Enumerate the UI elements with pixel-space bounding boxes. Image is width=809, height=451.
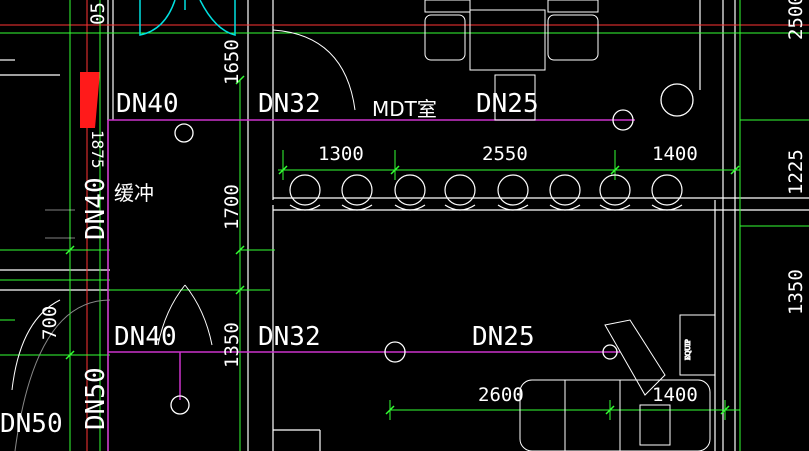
pipe-labels-bottom: DN40 DN32 DN25 [114, 322, 535, 352]
dim-1700: 1700 [221, 184, 243, 230]
pipe-risers [170, 83, 694, 415]
pipe-label-dn40-vertical: DN40 [81, 177, 111, 240]
dim-1300: 1300 [318, 143, 364, 165]
dim-2500: 2500 [785, 0, 807, 40]
pipe-label-dn25-bottom: DN25 [472, 322, 535, 352]
red-marker [80, 72, 100, 128]
dimension-texts: 1300 2550 1400 2600 1400 1650 1700 1350 … [39, 0, 807, 406]
door-arcs [11, 29, 356, 391]
buffer-label: 缓冲 [114, 181, 154, 205]
pipe-label-dn32-bottom: DN32 [258, 322, 321, 352]
dim-1875: 1875 [88, 130, 107, 169]
dim-1650: 1650 [221, 39, 243, 85]
left-annotation [45, 209, 75, 239]
dim-1350-mid: 1350 [221, 322, 243, 368]
ceiling-lights [289, 174, 683, 211]
door-swings [139, 0, 236, 36]
pipe-label-dn40-bottom: DN40 [114, 322, 177, 352]
equipment-bottom: EQUIP [519, 314, 716, 451]
dim-2600: 2600 [478, 384, 524, 406]
dim-1400-bottom: 1400 [652, 384, 698, 406]
dim-05: 05 [87, 2, 109, 25]
pipes [107, 119, 635, 451]
pipe-labels-top: DN40 DN32 DN25 [116, 89, 539, 119]
pipe-label-dn25-top: DN25 [476, 89, 539, 119]
dim-2550: 2550 [482, 143, 528, 165]
dim-1400-top: 1400 [652, 143, 698, 165]
furniture-top [424, 0, 599, 121]
pipe-label-dn40-top: DN40 [116, 89, 179, 119]
dim-700: 700 [39, 306, 61, 340]
dim-1350-right: 1350 [785, 269, 807, 315]
pipe-label-dn32-top: DN32 [258, 89, 321, 119]
pipe-label-dn50-vertical: DN50 [81, 367, 111, 430]
dim-1225: 1225 [785, 149, 807, 195]
room-label: MDT室 [372, 97, 437, 121]
pipe-label-dn50-bottom-left: DN50 [0, 409, 63, 439]
svg-text:EQUIP: EQUIP [684, 339, 692, 360]
dimension-ticks [65, 75, 740, 415]
